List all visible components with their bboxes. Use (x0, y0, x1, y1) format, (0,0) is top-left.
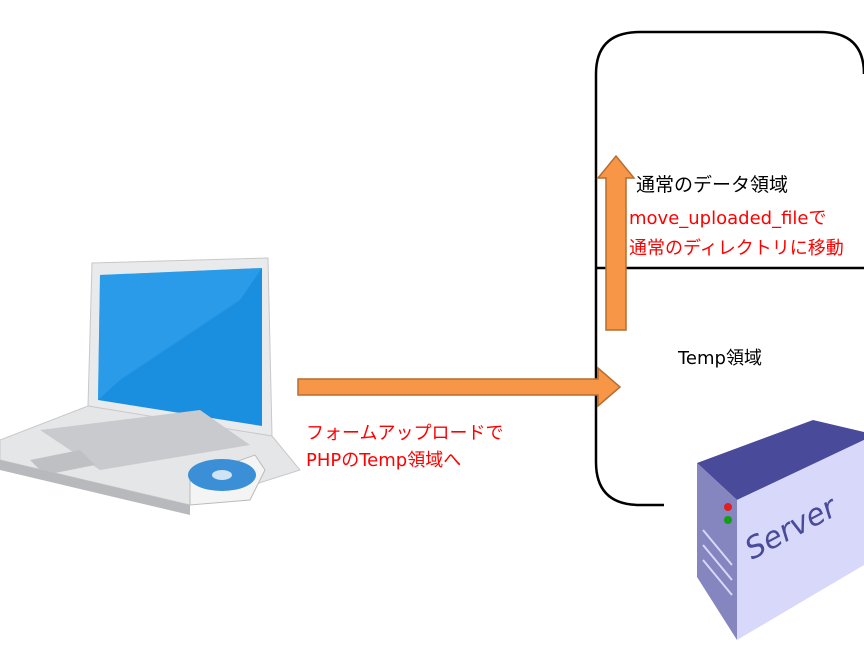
server-icon: Server (697, 420, 864, 640)
server-storage-box (594, 30, 864, 507)
upload-arrow (297, 366, 622, 408)
move-label-line1: move_uploaded_fileで (629, 208, 827, 229)
upload-label-line1: フォームアップロードで (306, 423, 504, 444)
move-arrow (596, 154, 636, 331)
upload-label-line2: PHPのTemp領域へ (306, 450, 462, 471)
laptop-icon (0, 257, 301, 515)
move-label-line2: 通常のディレクトリに移動 (629, 238, 844, 259)
normal-area-label: 通常のデータ領域 (636, 174, 789, 196)
temp-area-label: Temp領域 (678, 348, 762, 369)
